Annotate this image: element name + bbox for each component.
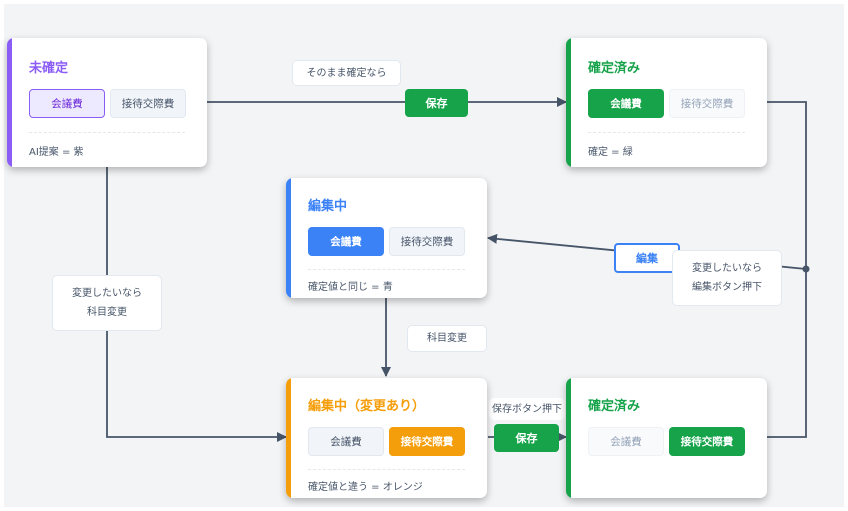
state-note: 確定値と違う = オレンジ — [308, 482, 423, 493]
state-card-unconfirmed: 未確定 会議費 接待交際費 AI提案 = 紫 — [7, 38, 207, 167]
chip-kaigihi[interactable]: 会議費 — [588, 89, 664, 118]
state-card-confirmed-bottom: 確定済み 会議費 接待交際費 — [566, 378, 767, 498]
state-bar-green — [566, 378, 571, 498]
separator — [308, 469, 465, 470]
chip-settai[interactable]: 接待交際費 — [669, 89, 745, 118]
state-title: 編集中 — [308, 199, 348, 214]
separator — [29, 132, 185, 133]
state-bar-blue — [286, 178, 291, 298]
chip-kaigihi[interactable]: 会議費 — [308, 427, 384, 456]
state-title: 確定済み — [588, 399, 641, 414]
state-note: 確定値と同じ = 青 — [308, 282, 393, 293]
state-card-editing: 編集中 会議費 接待交際費 確定値と同じ = 青 — [286, 178, 487, 298]
separator — [588, 132, 745, 133]
chip-settai[interactable]: 接待交際費 — [389, 227, 465, 256]
state-note: AI提案 = 紫 — [29, 147, 84, 158]
state-bar-green — [566, 38, 571, 167]
save-button-bottom[interactable]: 保存 — [494, 424, 559, 452]
state-bar-purple — [7, 38, 12, 167]
state-title: 編集中（変更あり） — [308, 399, 426, 414]
state-card-editing-changed: 編集中（変更あり） 会議費 接待交際費 確定値と違う = オレンジ — [286, 378, 487, 498]
edit-button[interactable]: 編集 — [614, 243, 680, 273]
state-note: 確定 = 緑 — [588, 147, 633, 158]
chip-settai[interactable]: 接待交際費 — [669, 427, 745, 456]
edge-unconfirmed-to-editing-changed — [106, 167, 287, 442]
chip-kaigihi[interactable]: 会議費 — [308, 227, 384, 256]
label-confirm-as-is: そのまま確定なら — [292, 60, 401, 86]
state-title: 未確定 — [29, 61, 69, 76]
state-bar-orange — [286, 378, 291, 498]
chip-settai[interactable]: 接待交際費 — [110, 89, 186, 118]
chip-kaigihi[interactable]: 会議費 — [588, 427, 664, 456]
label-want-change-account: 変更したいなら 科目変更 — [52, 275, 162, 331]
label-want-change-edit: 変更したいなら 編集ボタン押下 — [672, 250, 782, 306]
chip-settai[interactable]: 接待交際費 — [389, 427, 465, 456]
state-card-confirmed-top: 確定済み 会議費 接待交際費 確定 = 緑 — [566, 38, 767, 167]
label-account-change: 科目変更 — [407, 325, 487, 352]
chip-kaigihi[interactable]: 会議費 — [29, 89, 105, 118]
separator — [308, 269, 465, 270]
save-button-top[interactable]: 保存 — [405, 89, 468, 117]
state-title: 確定済み — [588, 61, 641, 76]
label-save-pressed: 保存ボタン押下 — [489, 398, 565, 420]
